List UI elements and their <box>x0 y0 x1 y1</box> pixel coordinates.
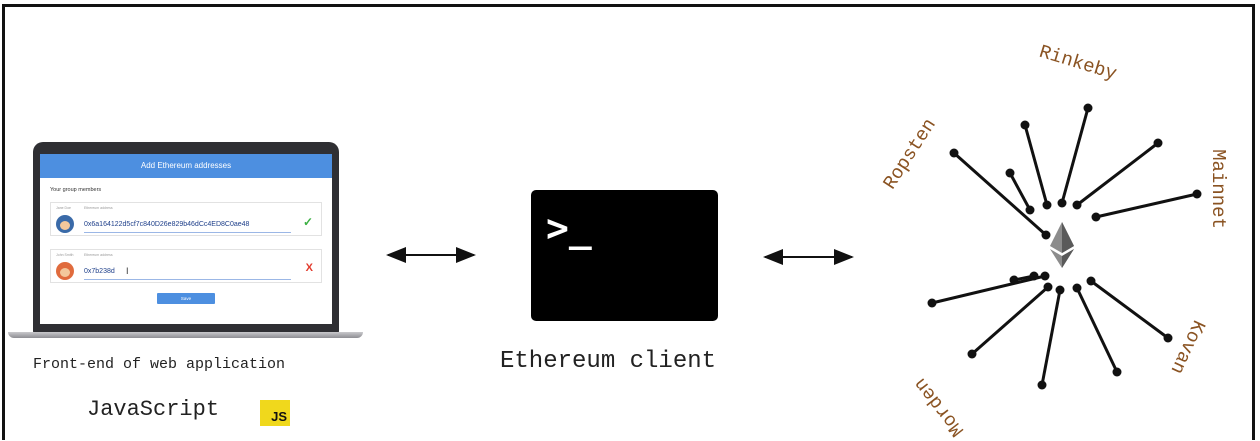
field-label: Ethereum address <box>84 253 113 257</box>
network-node <box>1042 200 1052 210</box>
network-spoke <box>1040 289 1062 386</box>
terminal-icon: >_ <box>531 190 718 321</box>
network-node <box>1043 282 1053 292</box>
cross-icon: X <box>305 262 313 274</box>
input-underline <box>84 232 291 233</box>
network-spoke <box>1076 141 1159 207</box>
network-spoke <box>1095 192 1198 219</box>
network-node <box>1009 275 1019 285</box>
network-node <box>1163 333 1173 343</box>
member-card: Jane Doe Ethereum address 0x6a164122d5cf… <box>50 202 322 236</box>
network-spoke <box>931 274 1046 305</box>
frontend-caption: Front-end of web application <box>33 356 286 373</box>
network-node <box>1020 120 1030 130</box>
network-spoke <box>1075 287 1119 373</box>
network-node <box>1086 276 1096 286</box>
network-node <box>1029 271 1039 281</box>
network-node <box>1057 198 1067 208</box>
network-node <box>1091 212 1101 222</box>
client-caption: Ethereum client <box>500 348 717 375</box>
save-button[interactable]: Save <box>157 293 215 304</box>
screen-title: Add Ethereum addresses <box>40 154 332 178</box>
member-name: Jane Doe <box>56 206 71 210</box>
laptop-screen: Add Ethereum addresses Your group member… <box>40 154 332 324</box>
group-label: Your group members <box>50 187 102 193</box>
network-label-mainnet: Mainnet <box>1206 149 1229 229</box>
terminal-prompt: >_ <box>546 206 592 250</box>
diagram-frame <box>2 4 1255 440</box>
network-spoke <box>953 151 1047 237</box>
network-node <box>1072 283 1082 293</box>
address-input[interactable]: 0x7b238d <box>84 268 115 275</box>
avatar <box>56 262 74 280</box>
network-node <box>1037 380 1047 390</box>
network-spoke <box>1023 124 1049 206</box>
network-node <box>1041 230 1051 240</box>
network-node <box>927 298 937 308</box>
laptop-base <box>8 332 363 338</box>
network-node <box>1153 138 1163 148</box>
network-node <box>1192 189 1202 199</box>
network-node <box>1112 367 1122 377</box>
language-label: JavaScript <box>87 397 220 422</box>
network-node <box>1025 205 1035 215</box>
ethereum-logo-icon <box>1050 222 1074 268</box>
address-input[interactable]: 0x6a164122d5cf7c840D26e829b46dCc4ED8C0ae… <box>84 221 250 228</box>
member-card: John Smith Ethereum address 0x7b238d I X <box>50 249 322 283</box>
network-spoke <box>1008 172 1032 211</box>
network-node <box>967 349 977 359</box>
network-node <box>1083 103 1093 113</box>
network-node <box>1055 285 1065 295</box>
avatar <box>56 215 74 233</box>
network-node <box>1072 200 1082 210</box>
check-icon: ✓ <box>302 215 313 229</box>
network-node <box>949 148 959 158</box>
member-name: John Smith <box>56 253 74 257</box>
text-cursor-icon: I <box>126 266 129 276</box>
input-underline <box>84 279 291 280</box>
network-spoke <box>1060 107 1090 204</box>
network-node <box>1040 271 1050 281</box>
network-spoke <box>971 285 1049 356</box>
network-node <box>1005 168 1015 178</box>
network-spoke <box>1090 279 1169 340</box>
js-logo-icon: JS <box>260 400 290 426</box>
network-spokes <box>927 103 1202 390</box>
field-label: Ethereum address <box>84 206 113 210</box>
